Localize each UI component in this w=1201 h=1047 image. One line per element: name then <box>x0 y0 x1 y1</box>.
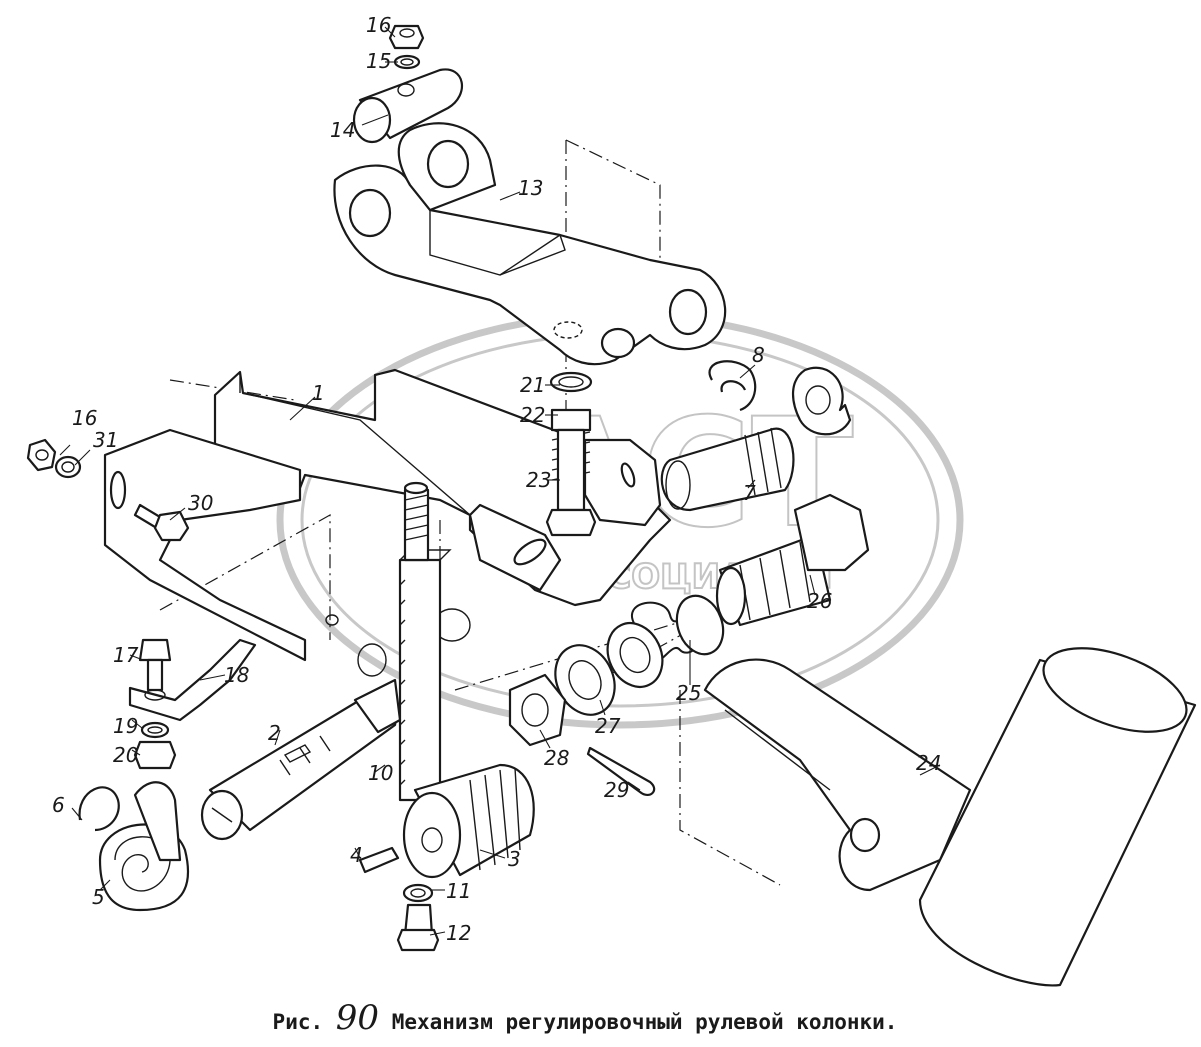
part-21-washer <box>549 371 593 393</box>
part-19-washer <box>140 721 170 739</box>
part-6-snap-ring <box>78 786 120 832</box>
callout-5: 5 <box>92 885 105 909</box>
part-11-washer <box>402 883 434 903</box>
part-14-sleeve <box>352 68 463 144</box>
leader-lines <box>59 26 941 936</box>
part-24-lever <box>703 647 1197 987</box>
callout-21: 21 <box>520 373 545 397</box>
callouts: 16 15 14 13 1 16 31 30 21 22 23 8 7 26 2… <box>52 13 941 945</box>
callout-27: 27 <box>595 714 621 738</box>
callout-16-left: 16 <box>72 406 97 430</box>
part-20-nut <box>133 740 177 770</box>
caption-prefix: Рис. <box>272 1010 324 1034</box>
callout-18: 18 <box>224 663 249 687</box>
callout-4: 4 <box>350 843 363 867</box>
part-25-spring <box>631 594 725 664</box>
part-28-castle-nut <box>508 673 567 747</box>
part-3-gear-sleeve <box>402 763 535 879</box>
part-29-cotter-pin <box>586 746 656 797</box>
part-1-bracket <box>103 368 672 677</box>
callout-8: 8 <box>752 343 765 367</box>
part-17-bolt <box>138 638 172 692</box>
callout-11: 11 <box>446 879 471 903</box>
part-16-nut-left <box>26 438 57 472</box>
callout-29: 29 <box>604 778 629 802</box>
callout-17: 17 <box>113 643 139 667</box>
callout-23: 23 <box>526 468 551 492</box>
callout-6: 6 <box>52 793 65 817</box>
part-23-bolt <box>545 428 597 537</box>
callout-26: 26 <box>807 589 832 613</box>
part-lock-plate <box>792 366 852 436</box>
callout-15: 15 <box>366 49 391 73</box>
caption-figure-number: 90 <box>335 998 380 1038</box>
part-13-lever <box>333 122 727 366</box>
part-4-key <box>358 846 400 874</box>
part-31-washer <box>54 455 82 479</box>
figure-caption: Рис. 90 Механизм регулировочный рулевой … <box>0 998 1170 1038</box>
callout-31: 31 <box>93 428 118 452</box>
callout-1: 1 <box>312 381 325 405</box>
part-26-bolt <box>715 493 870 627</box>
part-16-nut-top <box>388 24 425 50</box>
callout-13: 13 <box>518 176 543 200</box>
callout-12: 12 <box>446 921 471 945</box>
part-15-washer <box>393 54 421 70</box>
callout-19: 19 <box>113 714 138 738</box>
part-2-shaft <box>200 678 402 841</box>
callout-2: 2 <box>268 721 281 745</box>
callout-14: 14 <box>330 118 355 142</box>
part-18-clamp-plate <box>128 638 257 722</box>
callout-24: 24 <box>916 751 941 775</box>
part-7-pin <box>660 427 795 512</box>
callout-25: 25 <box>676 681 701 705</box>
caption-title: Механизм регулировочный рулевой колонки. <box>391 1010 898 1034</box>
part-10-rack <box>398 481 452 802</box>
callout-30: 30 <box>188 491 213 515</box>
callout-16-top: 16 <box>366 13 391 37</box>
callout-3: 3 <box>508 847 521 871</box>
part-5-spiral-spring <box>98 781 190 912</box>
callout-20: 20 <box>113 743 138 767</box>
callout-28: 28 <box>544 746 569 770</box>
callout-22: 22 <box>520 403 545 427</box>
callout-10: 10 <box>368 761 393 785</box>
callout-7: 7 <box>743 481 756 505</box>
part-27-washers <box>554 622 664 716</box>
part-12-nut <box>396 903 440 952</box>
